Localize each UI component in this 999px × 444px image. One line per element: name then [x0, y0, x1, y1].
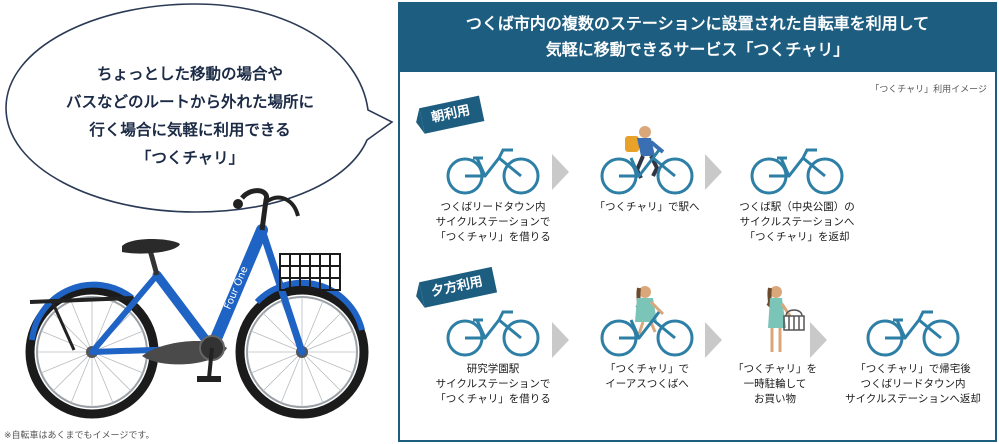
bicycle-icon	[446, 310, 540, 357]
flow-arrow-icon	[552, 322, 569, 358]
bike-seat	[122, 239, 180, 254]
step-text: 「つくチャリ」で駅へ	[572, 200, 722, 215]
step-text-line: つくば駅（中央公園）の	[739, 201, 855, 213]
flow-arrow-icon	[705, 154, 722, 190]
morning-step-3: つくば駅（中央公園）の サイクルステーションへ 「つくチャリ」を返却	[722, 144, 872, 245]
tag-evening-use: 夕方利用	[419, 266, 498, 308]
morning-step-2: 「つくチャリ」で駅へ	[572, 122, 722, 215]
cyclist-woman-icon	[600, 286, 694, 357]
step-text-line: サイクルステーションへ	[739, 216, 855, 228]
step-text-line: 一時駐輪して	[743, 378, 807, 390]
step-text-line: つくばリードタウン内	[440, 201, 546, 213]
evening-step-2: 「つくチャリ」で イーアスつくばへ	[572, 282, 722, 392]
panel-header-line: つくば市内の複数のステーションに設置された自転車を利用して	[465, 14, 930, 33]
usage-panel: つくば市内の複数のステーションに設置された自転車を利用して 気軽に移動できるサー…	[398, 2, 997, 442]
step-text: 研究学園駅 サイクルステーションで 「つくチャリ」を借りる	[418, 362, 568, 407]
tag-morning-use: 朝利用	[419, 95, 485, 134]
step-text-line: 研究学園駅	[466, 363, 520, 375]
bicycle-icon	[866, 310, 960, 357]
step-text-line: 「つくチャリ」を借りる	[435, 393, 551, 405]
step-text: 「つくチャリ」を 一時駐輪して お買い物	[700, 362, 850, 407]
step-text-line: お買い物	[754, 393, 796, 405]
evening-step-3: 「つくチャリ」を 一時駐輪して お買い物	[700, 284, 850, 407]
speech-bubble: ちょっとした移動の場合や バスなどのルートから外れた場所に 行く場合に気軽に利用…	[0, 0, 395, 215]
evening-step-4: 「つくチャリ」で帰宅後 つくばリードタウン内 サイクルステーションへ返却	[838, 306, 988, 407]
morning-step-1: つくばリードタウン内 サイクルステーションで 「つくチャリ」を借りる	[418, 144, 568, 245]
flow-arrow-icon	[705, 322, 722, 358]
bubble-line: 「つくチャリ」	[135, 149, 245, 167]
shopper-woman-icon	[766, 286, 805, 352]
bicycle-icon	[446, 148, 540, 195]
step-text-line: 「つくチャリ」で	[605, 363, 689, 375]
bicycle-photo: Four One	[25, 188, 369, 419]
step-text-line: イーアスつくばへ	[605, 378, 689, 390]
step-text: つくばリードタウン内 サイクルステーションで 「つくチャリ」を借りる	[418, 200, 568, 245]
evening-step-1: 研究学園駅 サイクルステーションで 「つくチャリ」を借りる	[418, 306, 568, 407]
bubble-line: バスなどのルートから外れた場所に	[65, 93, 314, 111]
bicycle-icon	[750, 148, 844, 195]
cyclist-man-icon	[600, 126, 694, 195]
step-text-line: 「つくチャリ」を返却	[744, 231, 850, 243]
bubble-line: 行く場合に気軽に利用できる	[89, 121, 291, 139]
panel-header: つくば市内の複数のステーションに設置された自転車を利用して 気軽に移動できるサー…	[400, 4, 995, 72]
step-text-line: 「つくチャリ」を	[733, 363, 817, 375]
bubble-line: ちょっとした移動の場合や	[96, 65, 283, 83]
footnote: ※自転車はあくまでもイメージです。	[4, 431, 155, 441]
bubble-text: ちょっとした移動の場合や バスなどのルートから外れた場所に 行く場合に気軽に利用…	[45, 60, 335, 172]
flow-arrow-icon	[810, 322, 827, 358]
step-text-line: 「つくチャリ」を借りる	[435, 231, 551, 243]
step-text-line: 「つくチャリ」で駅へ	[594, 201, 700, 213]
step-text: つくば駅（中央公園）の サイクルステーションへ 「つくチャリ」を返却	[722, 200, 872, 245]
front-basket	[279, 253, 341, 291]
step-text-line: サイクルステーションで	[435, 216, 551, 228]
flow-arrow-icon	[552, 154, 569, 190]
panel-header-line: 気軽に移動できるサービス「つくチャリ」	[545, 40, 850, 59]
step-text-line: つくばリードタウン内	[860, 378, 966, 390]
step-text-line: サイクルステーションへ返却	[845, 393, 981, 405]
speech-bubble-shape	[5, 3, 394, 213]
step-text-line: 「つくチャリ」で帰宅後	[855, 363, 971, 375]
step-text-line: サイクルステーションで	[435, 378, 551, 390]
usage-image-caption: 「つくチャリ」利用イメージ	[870, 85, 987, 95]
step-text: 「つくチャリ」で イーアスつくばへ	[572, 362, 722, 392]
step-text: 「つくチャリ」で帰宅後 つくばリードタウン内 サイクルステーションへ返却	[838, 362, 988, 407]
